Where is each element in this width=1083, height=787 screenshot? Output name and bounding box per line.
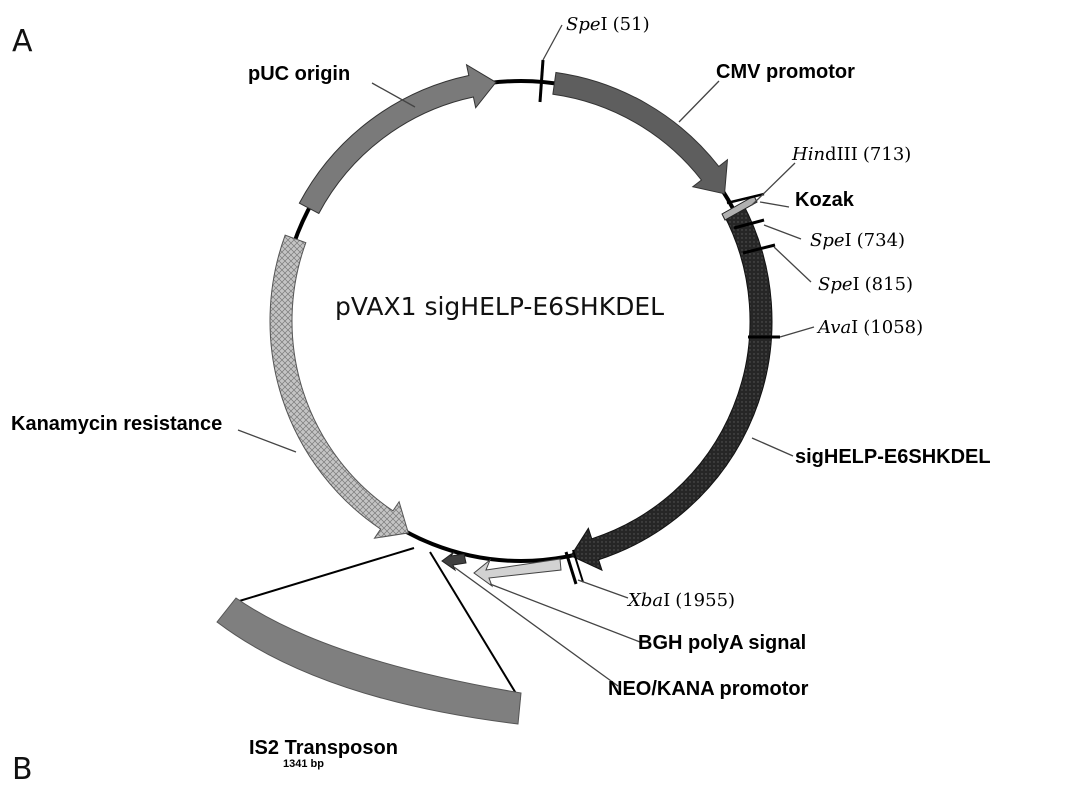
xba1955-tick-2 <box>572 549 584 583</box>
is2-transposon-label: IS2 Transposon <box>249 737 398 759</box>
is2-transposon-arc <box>216 597 522 725</box>
neo-kana-label: NEO/KANA promotor <box>608 678 809 700</box>
insert-label: sigHELP-E6SHKDEL <box>795 446 991 468</box>
kozak-marker <box>721 195 758 221</box>
hind713-tick <box>726 192 765 205</box>
hind713-label: HindIII(713) <box>791 144 911 165</box>
xba1955-label: XbaI(1955) <box>626 590 735 611</box>
puc-origin-label: pUC origin <box>248 63 350 85</box>
neo-kana-arrow <box>441 551 467 572</box>
kanamycin-resistance-arc <box>269 234 409 539</box>
xba1955-tick <box>564 551 578 585</box>
transposon-line-right <box>429 551 521 701</box>
plasmid-title: pVAX1 sigHELP-E6SHKDEL <box>335 292 664 321</box>
panel-letter-a: A <box>12 24 33 59</box>
kanamycin-label: Kanamycin resistance <box>11 413 222 435</box>
spe815-label: SpeI(815) <box>818 274 913 295</box>
bgh-polya-arrow <box>473 558 562 588</box>
cmv-promotor-arc <box>552 71 729 195</box>
transposon-line-left <box>235 547 415 603</box>
spe734-label: SpeI(734) <box>810 230 905 251</box>
spe51-label: SpeI(51) <box>566 14 650 35</box>
ava1058-label: AvaI(1058) <box>816 317 923 338</box>
is2-transposon-size: 1341 bp <box>283 758 324 770</box>
bgh-polya-label: BGH polyA signal <box>638 632 806 654</box>
insert-arc <box>570 202 773 572</box>
puc-origin-arc <box>298 63 497 215</box>
panel-letter-b: B <box>12 752 33 787</box>
spe51-tick <box>538 59 545 103</box>
spe815-tick <box>742 243 776 255</box>
cmv-promotor-label: CMV promotor <box>716 61 855 83</box>
spe734-tick <box>733 218 765 230</box>
kozak-label: Kozak <box>795 189 855 211</box>
